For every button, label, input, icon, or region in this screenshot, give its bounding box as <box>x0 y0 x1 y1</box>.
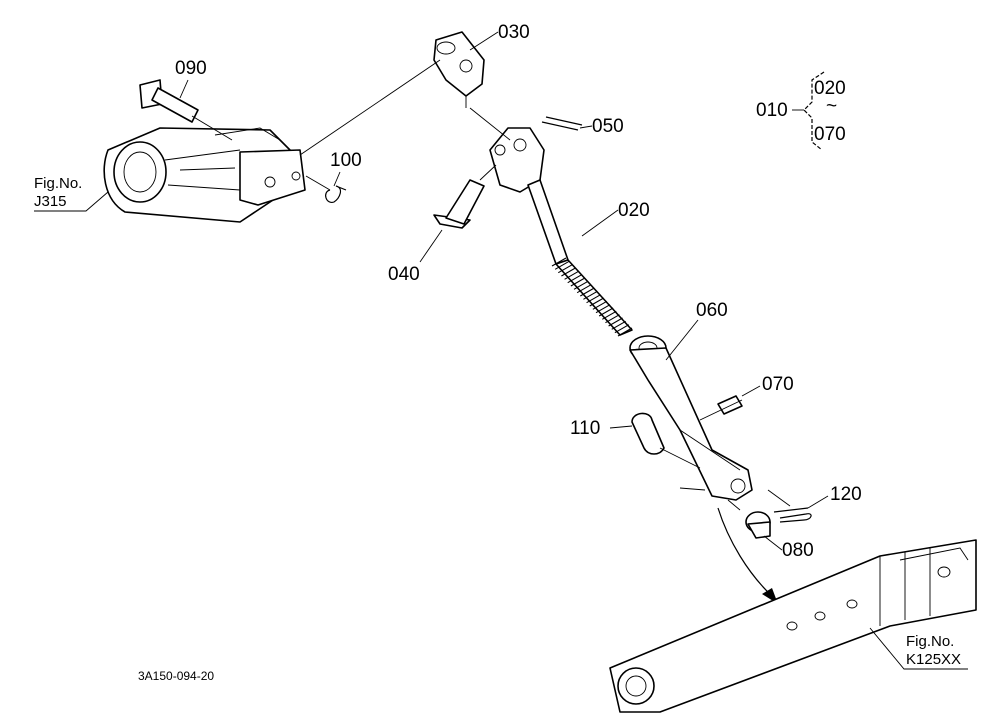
label-060: 060 <box>696 300 728 321</box>
assembly-range: 010 020 ~ 070 <box>756 71 846 151</box>
thread-mark <box>580 287 595 297</box>
fig-ref-j315-line2: J315 <box>34 193 67 210</box>
label-020: 020 <box>618 200 650 221</box>
fig-ref-j315-line1: Fig.No. <box>34 175 82 192</box>
label-030: 030 <box>498 22 530 43</box>
thread-mark <box>608 317 623 327</box>
nipple-070-drawing <box>699 395 743 421</box>
thread-mark <box>605 314 620 324</box>
pin-050-drawing <box>541 116 583 131</box>
thread-mark <box>595 304 611 314</box>
drawing-code: 3A150-094-20 <box>138 669 214 683</box>
rod-020-drawing <box>469 107 633 337</box>
label-080: 080 <box>782 540 814 561</box>
part-labels: 030 090 050 100 020 040 060 070 110 120 … <box>175 22 862 561</box>
clip-100-drawing <box>305 175 347 204</box>
label-090: 090 <box>175 58 207 79</box>
lower-arm-drawing <box>609 539 977 713</box>
clip-120-drawing <box>767 489 812 523</box>
thread-mark <box>558 264 573 274</box>
thread-mark <box>573 280 589 290</box>
thread-mark <box>570 277 586 287</box>
thread-mark <box>561 267 576 277</box>
figure-ref-k125xx: Fig.No. K125XX <box>869 627 968 670</box>
clevis-030-drawing <box>299 31 485 156</box>
label-110: 110 <box>570 418 600 439</box>
thread-mark <box>614 324 630 334</box>
pin-040-drawing <box>433 164 497 229</box>
pin-110-drawing <box>631 412 701 469</box>
label-120: 120 <box>830 484 862 505</box>
assembly-parent-label: 010 <box>756 100 788 121</box>
assembly-range-from: 020 <box>814 78 846 99</box>
figure-ref-j315: Fig.No. J315 <box>34 175 109 212</box>
thread-mark <box>592 300 608 310</box>
label-040: 040 <box>388 264 420 285</box>
label-100: 100 <box>330 150 362 171</box>
upper-arm-drawing <box>103 127 306 223</box>
thread-mark <box>589 297 604 307</box>
thread-mark <box>576 284 592 294</box>
pin-090-drawing <box>139 79 233 141</box>
label-050: 050 <box>592 116 624 137</box>
thread-mark <box>567 274 582 284</box>
thread-mark <box>598 307 614 317</box>
thread-mark <box>586 294 601 304</box>
thread-mark <box>602 310 617 320</box>
thread-mark <box>617 327 633 337</box>
thread-mark <box>564 270 579 280</box>
fig-ref-k125xx-line1: Fig.No. <box>906 633 954 650</box>
tube-060-drawing <box>629 335 753 511</box>
fig-ref-k125xx-line2: K125XX <box>906 651 961 668</box>
thread-mark <box>611 320 626 330</box>
assembly-range-symbol: ~ <box>826 96 837 117</box>
thread-mark <box>551 257 567 267</box>
thread-mark <box>554 260 570 270</box>
thread-mark <box>583 290 598 300</box>
bushing-080-drawing <box>745 511 771 539</box>
assembly-range-to: 070 <box>814 124 846 145</box>
label-070: 070 <box>762 374 794 395</box>
